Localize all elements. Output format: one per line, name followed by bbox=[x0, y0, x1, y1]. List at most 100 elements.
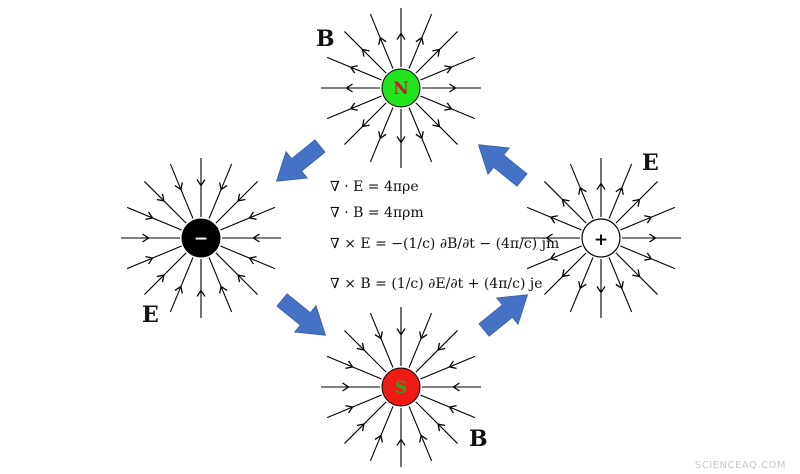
field-arrowhead bbox=[145, 211, 154, 220]
field-arrowhead bbox=[452, 382, 460, 392]
field-line bbox=[344, 330, 387, 373]
north-pole-circle bbox=[381, 68, 421, 108]
negative-charge-symbol: − bbox=[194, 229, 208, 249]
field-arrowhead bbox=[549, 252, 558, 261]
arrow-north-to-negative bbox=[275, 139, 326, 182]
field-arrowhead bbox=[437, 342, 446, 351]
field-line bbox=[620, 206, 676, 231]
field-arrowhead bbox=[449, 83, 457, 93]
field-arrowhead bbox=[396, 328, 406, 336]
field-arrowhead bbox=[252, 233, 260, 243]
field-line bbox=[144, 252, 187, 295]
field-line bbox=[415, 31, 458, 74]
field-line bbox=[220, 245, 276, 270]
field-arrowhead bbox=[361, 119, 370, 128]
field-arrowhead bbox=[342, 382, 350, 392]
field-arrowhead bbox=[374, 434, 383, 443]
field-line bbox=[420, 355, 476, 380]
equation-faraday: ∇ × E = −(1/c) ∂B/∂t − (4π/c) jm bbox=[330, 236, 559, 252]
field-line bbox=[408, 312, 433, 368]
field-line bbox=[420, 56, 476, 81]
field-line bbox=[126, 245, 182, 270]
field-line bbox=[415, 102, 458, 145]
field-arrowhead bbox=[219, 285, 228, 294]
field-line bbox=[369, 107, 394, 163]
transform-arrows bbox=[275, 139, 529, 337]
field-arrowhead bbox=[248, 256, 257, 265]
field-arrowhead bbox=[578, 281, 587, 290]
field-arrowhead bbox=[561, 198, 570, 207]
field-arrowhead bbox=[561, 269, 570, 278]
south-pole-field-lines bbox=[321, 307, 481, 467]
field-line bbox=[544, 181, 587, 224]
field-arrowhead bbox=[396, 136, 406, 144]
field-arrowhead bbox=[644, 252, 653, 261]
field-arrowhead bbox=[437, 423, 446, 432]
field-line bbox=[415, 330, 458, 373]
positive-charge: + bbox=[581, 218, 621, 258]
field-arrowhead bbox=[378, 131, 387, 140]
field-arrowhead bbox=[396, 438, 406, 446]
field-arrowhead bbox=[615, 186, 624, 195]
field-line bbox=[608, 163, 633, 219]
field-line bbox=[215, 252, 258, 295]
south-pole: S bbox=[381, 367, 421, 407]
positive-charge-symbol: + bbox=[594, 230, 608, 250]
arrow-negative-to-south bbox=[276, 293, 327, 336]
field-arrowhead bbox=[345, 405, 354, 414]
equation-gauss-magnetic: ∇ · B = 4πρm bbox=[330, 205, 424, 221]
field-arrowhead bbox=[419, 434, 428, 443]
field-arrowhead bbox=[248, 211, 257, 220]
field-arrowhead bbox=[578, 186, 587, 195]
field-arrowhead bbox=[549, 215, 558, 224]
field-line bbox=[569, 257, 594, 313]
field-arrowhead bbox=[156, 193, 165, 202]
field-line bbox=[326, 56, 382, 81]
equation-gauss-electric: ∇ · E = 4πρe bbox=[330, 179, 419, 195]
field-arrowhead bbox=[444, 102, 453, 111]
field-line bbox=[620, 245, 676, 270]
field-line bbox=[544, 252, 587, 295]
field-arrowhead bbox=[196, 179, 206, 187]
field-line bbox=[144, 181, 187, 224]
field-line bbox=[420, 95, 476, 120]
field-line bbox=[215, 181, 258, 224]
field-arrowhead bbox=[361, 48, 370, 57]
arrow-positive-to-north bbox=[477, 144, 528, 187]
field-line bbox=[126, 206, 182, 231]
field-arrowhead bbox=[448, 360, 457, 369]
field-arrowhead bbox=[219, 182, 228, 191]
field-line bbox=[220, 206, 276, 231]
field-arrowhead bbox=[356, 342, 365, 351]
field-arrowhead bbox=[396, 32, 406, 40]
field-line bbox=[344, 102, 387, 145]
north-pole-field-lines bbox=[321, 8, 481, 168]
field-line bbox=[169, 257, 194, 313]
field-arrowhead bbox=[345, 360, 354, 369]
south-pole-symbol: S bbox=[395, 378, 407, 398]
field-arrowhead bbox=[432, 119, 441, 128]
watermark: SCIENCEAQ.COM bbox=[695, 460, 786, 471]
field-arrowhead bbox=[644, 215, 653, 224]
field-arrowhead bbox=[142, 233, 150, 243]
field-arrowhead bbox=[345, 83, 353, 93]
negative-charge-field-lines bbox=[121, 158, 281, 318]
field-line bbox=[326, 394, 382, 419]
field-arrowhead bbox=[174, 285, 183, 294]
field-line bbox=[344, 401, 387, 444]
negative-charge: − bbox=[181, 218, 221, 258]
field-arrowhead bbox=[378, 36, 387, 45]
field-arrowhead bbox=[632, 269, 641, 278]
field-line bbox=[369, 13, 394, 69]
field-line bbox=[344, 31, 387, 74]
positive-field-label: E bbox=[642, 150, 659, 176]
field-arrowhead bbox=[632, 198, 641, 207]
field-arrowhead bbox=[237, 274, 246, 283]
field-arrowhead bbox=[415, 36, 424, 45]
equation-ampere: ∇ × B = (1/c) ∂E/∂t + (4π/c) je bbox=[330, 276, 543, 292]
field-line bbox=[615, 181, 658, 224]
field-arrowhead bbox=[545, 233, 553, 243]
field-arrowhead bbox=[432, 48, 441, 57]
positive-charge-field-lines bbox=[521, 158, 681, 318]
